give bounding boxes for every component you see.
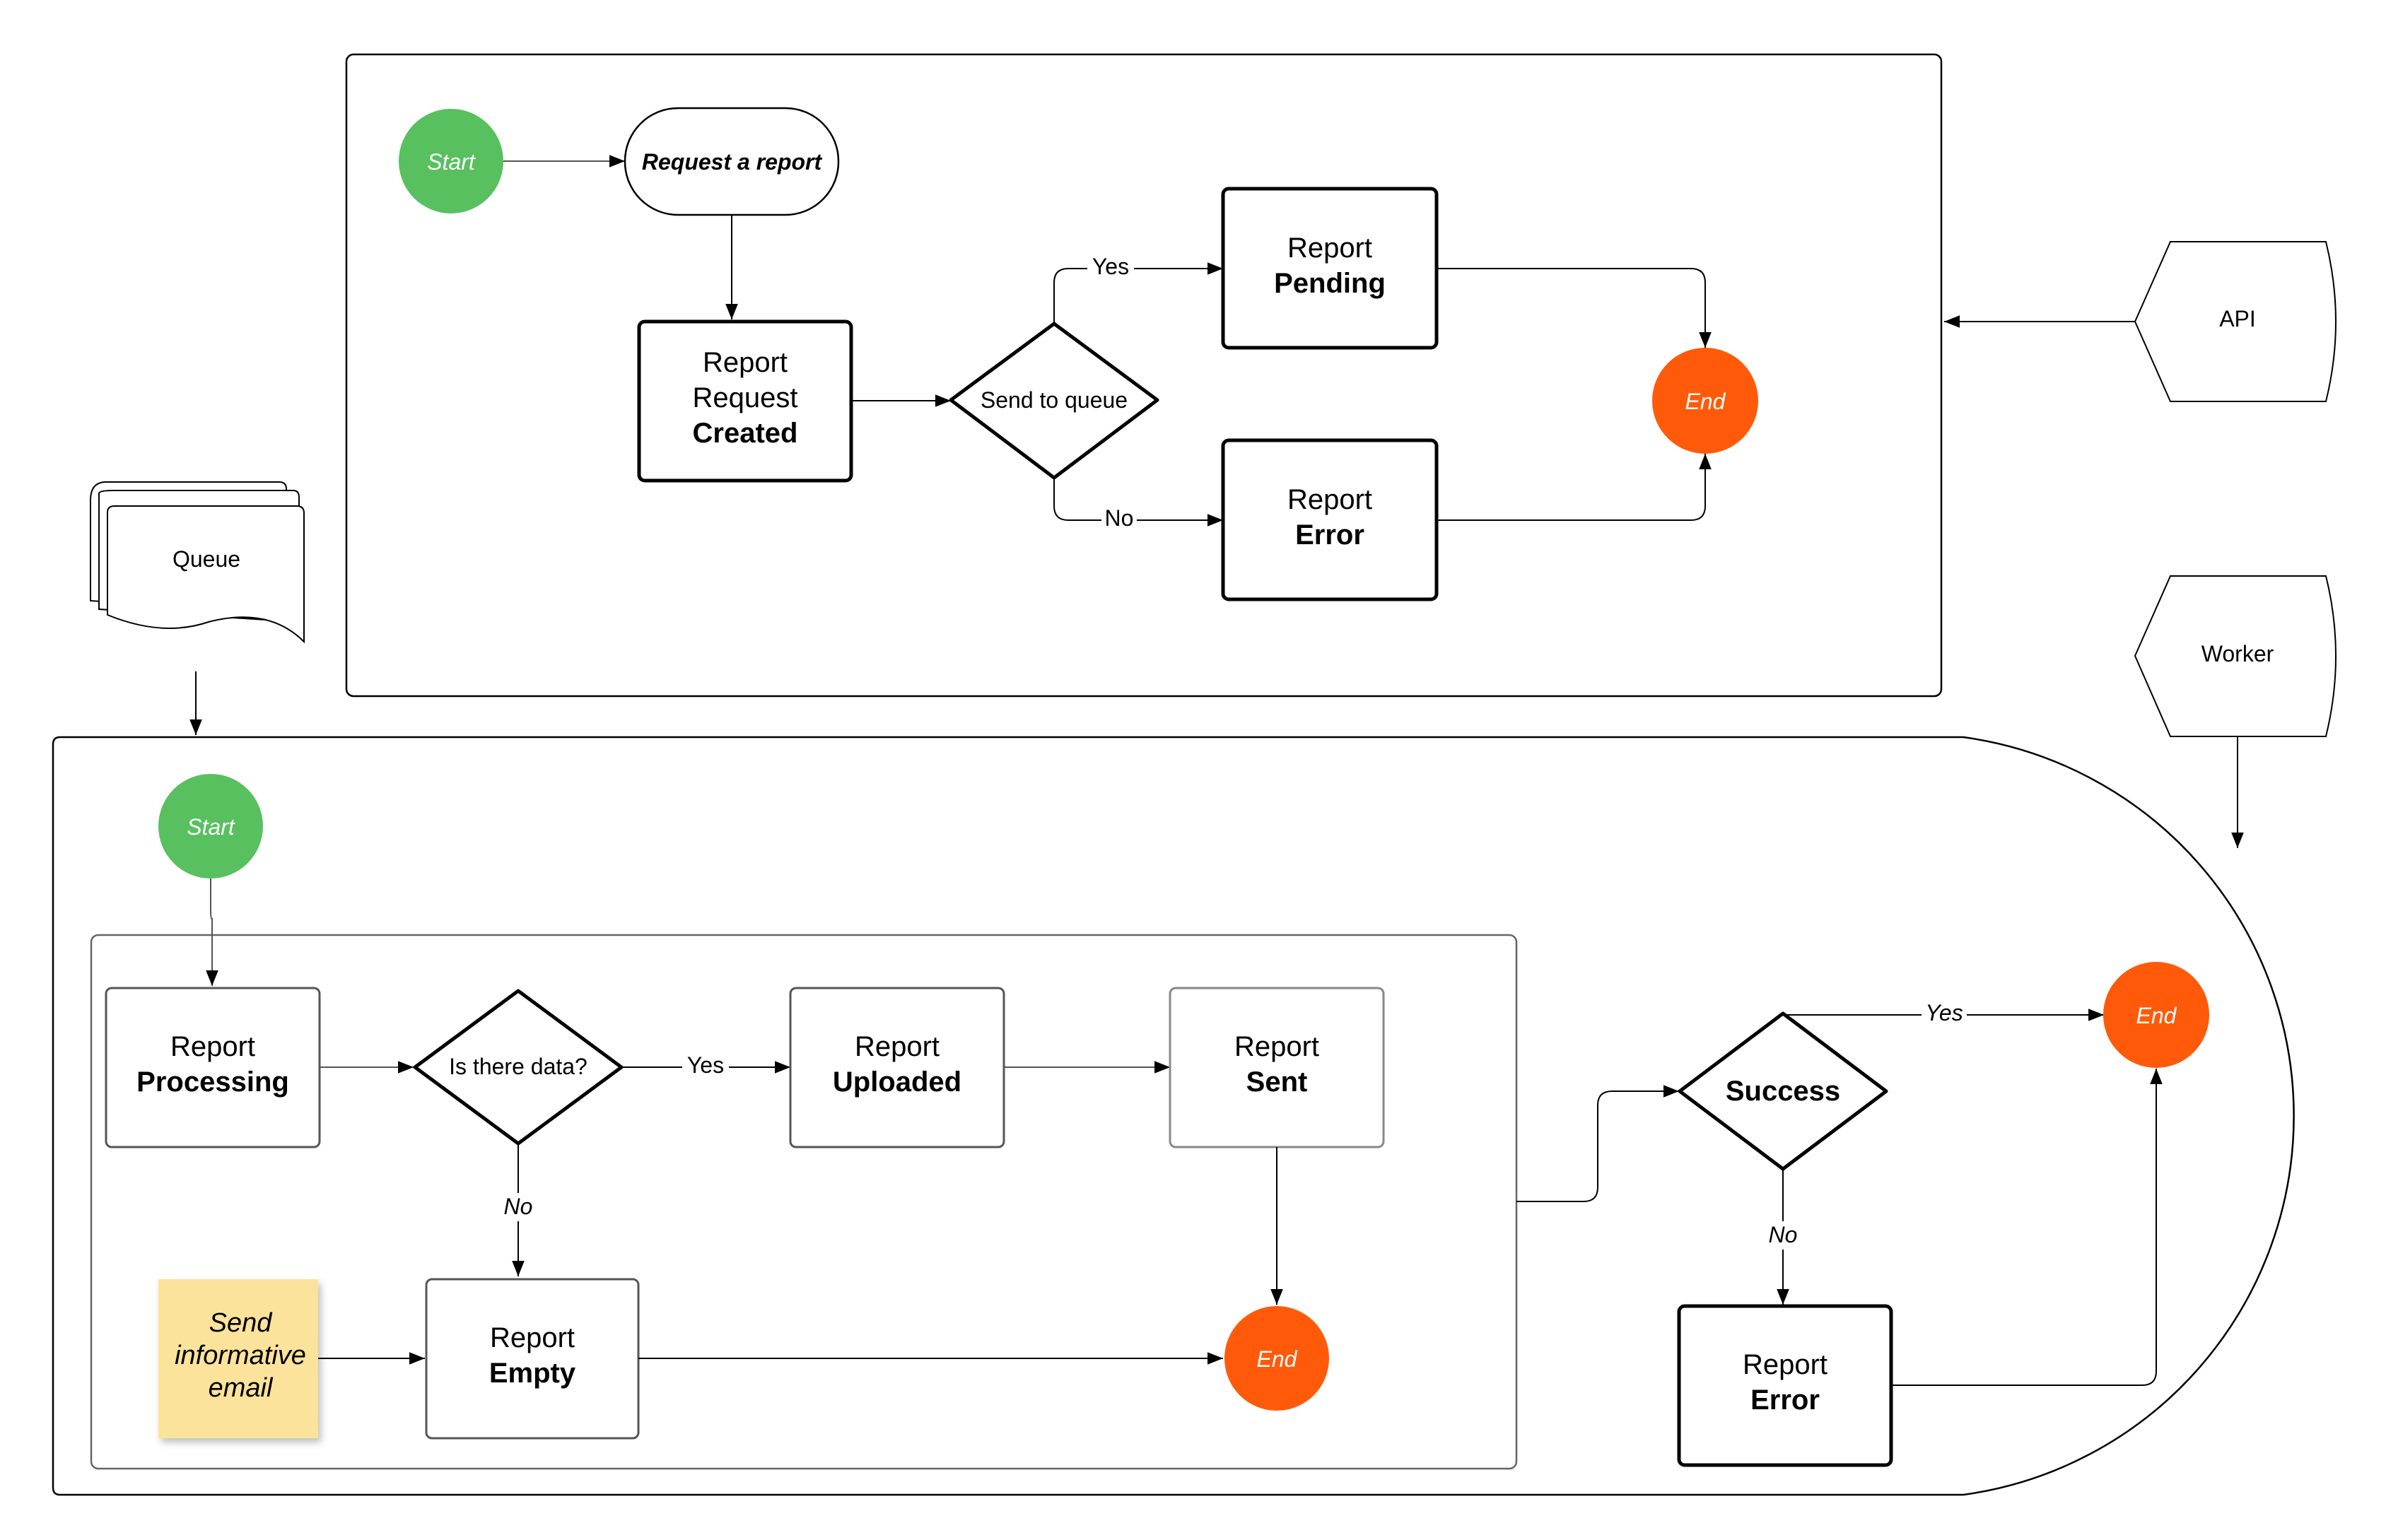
success-label: Success (1726, 1076, 1840, 1107)
connector-error-end (1437, 454, 1712, 521)
connector-group-success (1516, 1085, 1679, 1202)
worker-shape-label: Worker (2201, 641, 2274, 666)
queue-shape-label: Queue (172, 546, 240, 572)
worker-start-label: Start (187, 814, 235, 840)
api-error-line1: Report (1287, 484, 1372, 515)
note-line1: Send (209, 1308, 274, 1338)
connector-pending-end (1437, 268, 1712, 348)
note-line3: email (209, 1373, 274, 1403)
send-email-note[interactable] (158, 1279, 318, 1438)
connector-success-end (1782, 1009, 2104, 1021)
worker-inner-end-label: End (1257, 1346, 1298, 1372)
api-start-label: Start (427, 149, 476, 175)
worker-start-node[interactable] (158, 774, 263, 878)
uploaded-line2: Uploaded (833, 1066, 961, 1098)
send-to-queue-label: Send to queue (981, 387, 1128, 413)
success-yes-label: Yes (1925, 1000, 1963, 1025)
pending-line1: Report (1287, 233, 1372, 264)
sent-line1: Report (1234, 1031, 1319, 1062)
created-line2: Request (693, 382, 798, 413)
processing-line2: Processing (136, 1066, 289, 1098)
worker-outer-end-node[interactable] (2103, 962, 2209, 1068)
connector-decision-pending (1053, 262, 1223, 324)
api-off-page-shape[interactable] (2134, 241, 2337, 402)
note-line2: informative (175, 1341, 306, 1370)
worker-lane (52, 736, 2295, 1496)
connector-error-outer-end (1891, 1069, 2163, 1386)
api-end-label: End (1685, 389, 1726, 414)
worker-error-line2: Error (1750, 1385, 1820, 1416)
api-no-label: No (1105, 505, 1134, 531)
connector-decision-error (1053, 478, 1223, 527)
processing-line1: Report (170, 1031, 255, 1062)
uploaded-line1: Report (855, 1031, 940, 1062)
worker-error-line1: Report (1743, 1349, 1827, 1380)
created-line3: Created (693, 418, 798, 449)
is-there-data-label: Is there data? (449, 1054, 587, 1079)
connector-start-processing (206, 878, 218, 986)
queue-multidocument-shape[interactable] (90, 481, 305, 644)
pending-line2: Pending (1274, 268, 1386, 299)
data-yes-label: Yes (687, 1052, 724, 1078)
created-line1: Report (703, 347, 788, 378)
empty-line2: Empty (489, 1358, 576, 1389)
empty-line1: Report (490, 1322, 575, 1353)
api-error-line2: Error (1295, 519, 1364, 551)
sent-line2: Sent (1246, 1066, 1308, 1098)
worker-outer-end-label: End (2136, 1003, 2177, 1028)
api-start-node[interactable] (399, 109, 503, 213)
worker-inner-end-node[interactable] (1224, 1306, 1329, 1411)
worker-off-page-shape[interactable] (2134, 575, 2337, 737)
request-report-label: Request a report (642, 149, 823, 175)
api-shape-label: API (2219, 306, 2256, 331)
api-end-node[interactable] (1652, 348, 1758, 454)
api-lane (345, 53, 1943, 698)
data-no-label: No (504, 1194, 533, 1219)
api-yes-label: Yes (1092, 254, 1129, 279)
success-no-label: No (1769, 1222, 1798, 1247)
